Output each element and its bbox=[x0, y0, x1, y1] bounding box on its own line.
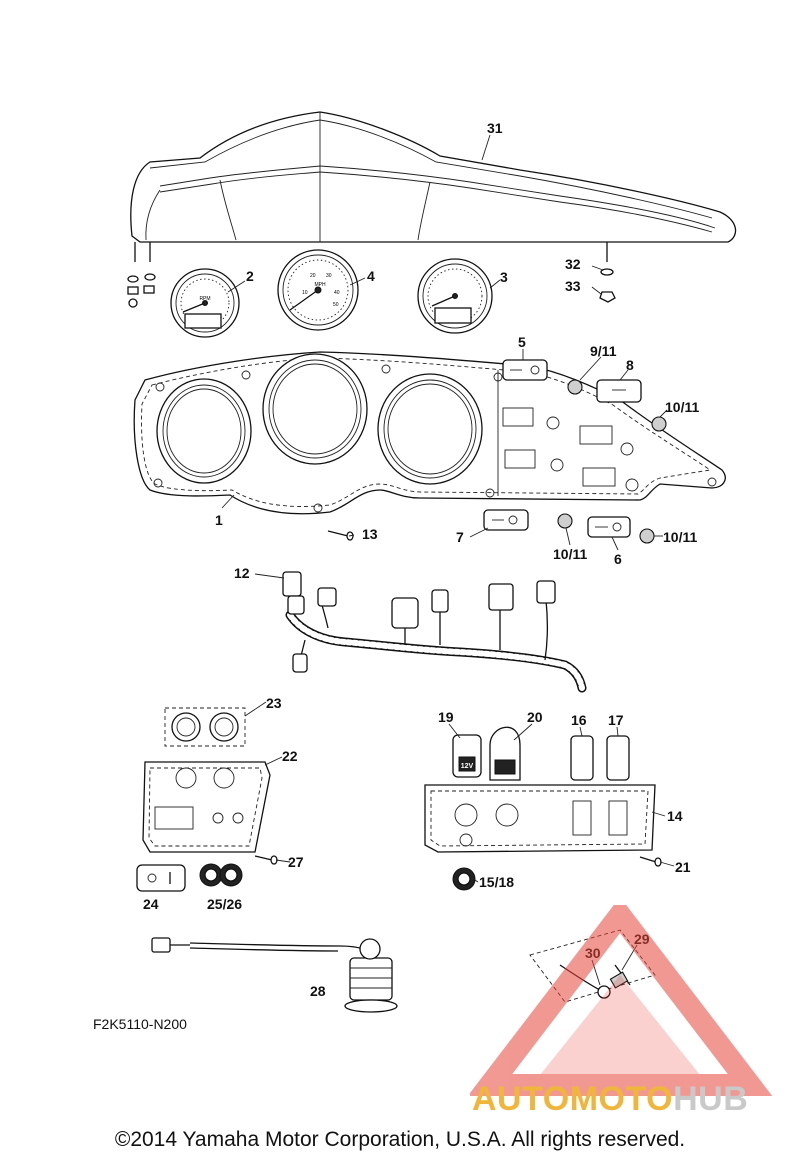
callout-12: 12 bbox=[234, 565, 250, 581]
plug-part-10-11-upper bbox=[651, 416, 667, 432]
speedo-tick-label: 10 bbox=[302, 290, 308, 296]
sub-panel-part-14 bbox=[424, 784, 656, 853]
switch-part-17 bbox=[606, 735, 630, 781]
tachometer-unit-label: RPM bbox=[199, 296, 210, 302]
callout-15-18: 15/18 bbox=[479, 874, 514, 890]
callout-22: 22 bbox=[282, 748, 298, 764]
washer-part-32 bbox=[600, 268, 614, 276]
plug-part-10-11-lower bbox=[639, 528, 655, 544]
speedo-tick-label: 20 bbox=[310, 273, 316, 279]
callout-9-11: 9/11 bbox=[590, 343, 617, 359]
speedo-tick-label: 30 bbox=[326, 273, 332, 279]
speedo-tick-label: 40 bbox=[334, 290, 340, 296]
copyright-notice: ©2014 Yamaha Motor Corporation, U.S.A. A… bbox=[114, 1128, 686, 1151]
callout-6: 6 bbox=[614, 551, 622, 567]
plug-part-25-26 bbox=[199, 863, 243, 887]
callout-10-11-lower: 10/11 bbox=[663, 529, 697, 545]
callout-19: 19 bbox=[438, 709, 454, 725]
callout-7: 7 bbox=[456, 529, 464, 545]
watermark-hub: HUB bbox=[673, 1080, 749, 1118]
socket-12v-label: 12V bbox=[461, 763, 474, 770]
plug-part-15-18 bbox=[452, 867, 476, 891]
callout-25-26: 25/26 bbox=[207, 896, 242, 912]
top-cover-part bbox=[130, 111, 737, 262]
automotohub-watermark-logo bbox=[470, 905, 773, 1096]
switch-part-8 bbox=[596, 379, 642, 403]
callout-10-11-middle: 10/11 bbox=[553, 546, 587, 562]
callout-24: 24 bbox=[143, 896, 159, 912]
callout-32: 32 bbox=[565, 256, 581, 272]
tachometer-part-2: RPM bbox=[170, 268, 240, 338]
tachometer-part-3 bbox=[417, 258, 493, 334]
callout-27: 27 bbox=[288, 854, 304, 870]
callout-33: 33 bbox=[565, 278, 581, 294]
callout-21: 21 bbox=[675, 859, 691, 875]
callout-14: 14 bbox=[667, 808, 683, 824]
watermark-moto: MOTO bbox=[569, 1080, 674, 1118]
callout-28: 28 bbox=[310, 983, 326, 999]
callout-1: 1 bbox=[215, 512, 223, 528]
callout-2: 2 bbox=[246, 268, 254, 284]
switch-part-24 bbox=[136, 864, 186, 892]
socket-part-19: 12V bbox=[452, 734, 482, 778]
callout-31: 31 bbox=[487, 120, 503, 136]
washer-nut-group-left bbox=[127, 273, 156, 308]
plug-part-10-11-middle bbox=[557, 513, 573, 529]
watermark-auto: AUTO bbox=[472, 1080, 570, 1118]
callout-13: 13 bbox=[362, 526, 378, 542]
callout-4: 4 bbox=[367, 268, 375, 284]
sub-panel-part-22 bbox=[142, 761, 271, 853]
callout-23: 23 bbox=[266, 695, 282, 711]
drawing-code: F2K5110-N200 bbox=[93, 1016, 187, 1032]
switch-part-16 bbox=[570, 735, 594, 781]
switch-part-7 bbox=[483, 509, 529, 531]
wiring-harness-part-12 bbox=[282, 571, 587, 693]
instrument-panel-part-1 bbox=[133, 351, 726, 515]
screw-part-21 bbox=[639, 856, 662, 867]
callout-20: 20 bbox=[527, 709, 543, 725]
plug-part-9-11 bbox=[567, 379, 583, 395]
nut-part-33 bbox=[599, 291, 616, 303]
switch-part-5 bbox=[502, 359, 548, 381]
callout-10-11-upper: 10/11 bbox=[665, 399, 699, 415]
callout-5: 5 bbox=[518, 334, 526, 350]
gauge-cap-group-part-23 bbox=[164, 707, 246, 747]
switch-part-6 bbox=[587, 516, 631, 538]
usb-socket-part-20 bbox=[489, 726, 521, 781]
watermark-text: AUTOMOTOHUB bbox=[472, 1080, 748, 1119]
speedo-tick-label: 50 bbox=[333, 302, 339, 308]
callout-3: 3 bbox=[500, 269, 508, 285]
screw-part-27 bbox=[254, 855, 278, 865]
leader-lines bbox=[221, 134, 675, 986]
callout-16: 16 bbox=[571, 712, 587, 728]
speedometer-part-4: MPH 10 20 30 40 50 bbox=[277, 249, 359, 331]
speedometer-unit-label: MPH bbox=[314, 282, 326, 288]
callout-8: 8 bbox=[626, 357, 634, 373]
buzzer-part-28 bbox=[151, 937, 398, 1013]
callout-17: 17 bbox=[608, 712, 624, 728]
